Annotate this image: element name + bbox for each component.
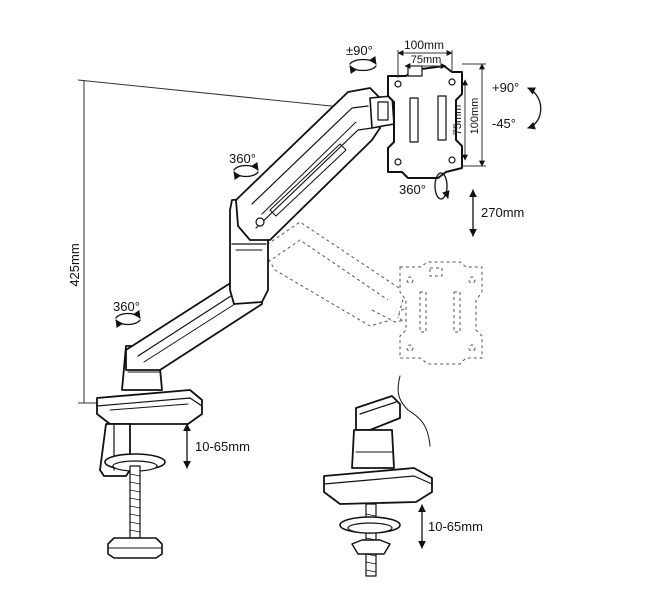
vesa-75mm-horizontal-label: 75mm bbox=[411, 54, 442, 66]
vesa-100mm-horizontal-label: 100mm bbox=[404, 38, 444, 52]
desk-clamp-base bbox=[96, 389, 203, 559]
height-travel-indicator: 270mm bbox=[469, 189, 524, 237]
rotation-label: ±90° bbox=[346, 43, 373, 58]
vesa-dimensions: 100mm 75mm 75mm 100mm bbox=[397, 38, 486, 167]
tilt-down-label: -45° bbox=[492, 116, 516, 131]
grommet-range-label: 10-65mm bbox=[428, 519, 483, 534]
vesa-head bbox=[369, 65, 463, 179]
upper-arm bbox=[235, 87, 381, 241]
tilt-up-label: +90° bbox=[492, 80, 519, 95]
rotation-indicator: ±90° bbox=[346, 43, 377, 75]
vesa-100mm-vertical-label: 100mm bbox=[469, 98, 481, 135]
lowered-position-ghost bbox=[261, 221, 483, 365]
head-swivel-label: 360° bbox=[399, 182, 426, 197]
clamp-range-label: 10-65mm bbox=[195, 439, 250, 454]
height-dimension: 425mm bbox=[67, 79, 371, 404]
height-travel-label: 270mm bbox=[481, 205, 524, 220]
max-height-label: 425mm bbox=[67, 243, 82, 286]
upper-arm-swivel-label: 360° bbox=[229, 151, 256, 166]
vesa-75mm-vertical-label: 75mm bbox=[452, 105, 464, 136]
clamp-range-indicator: 10-65mm bbox=[183, 423, 250, 469]
upper-arm-swivel-indicator: 360° bbox=[229, 151, 259, 181]
base-swivel-indicator: 360° bbox=[113, 299, 141, 329]
head-swivel-indicator: 360° bbox=[399, 172, 450, 200]
base-swivel-label: 360° bbox=[113, 299, 140, 314]
grommet-range-indicator: 10-65mm bbox=[418, 504, 483, 549]
tilt-indicator: +90° -45° bbox=[492, 80, 542, 131]
grommet-mount bbox=[323, 375, 433, 577]
